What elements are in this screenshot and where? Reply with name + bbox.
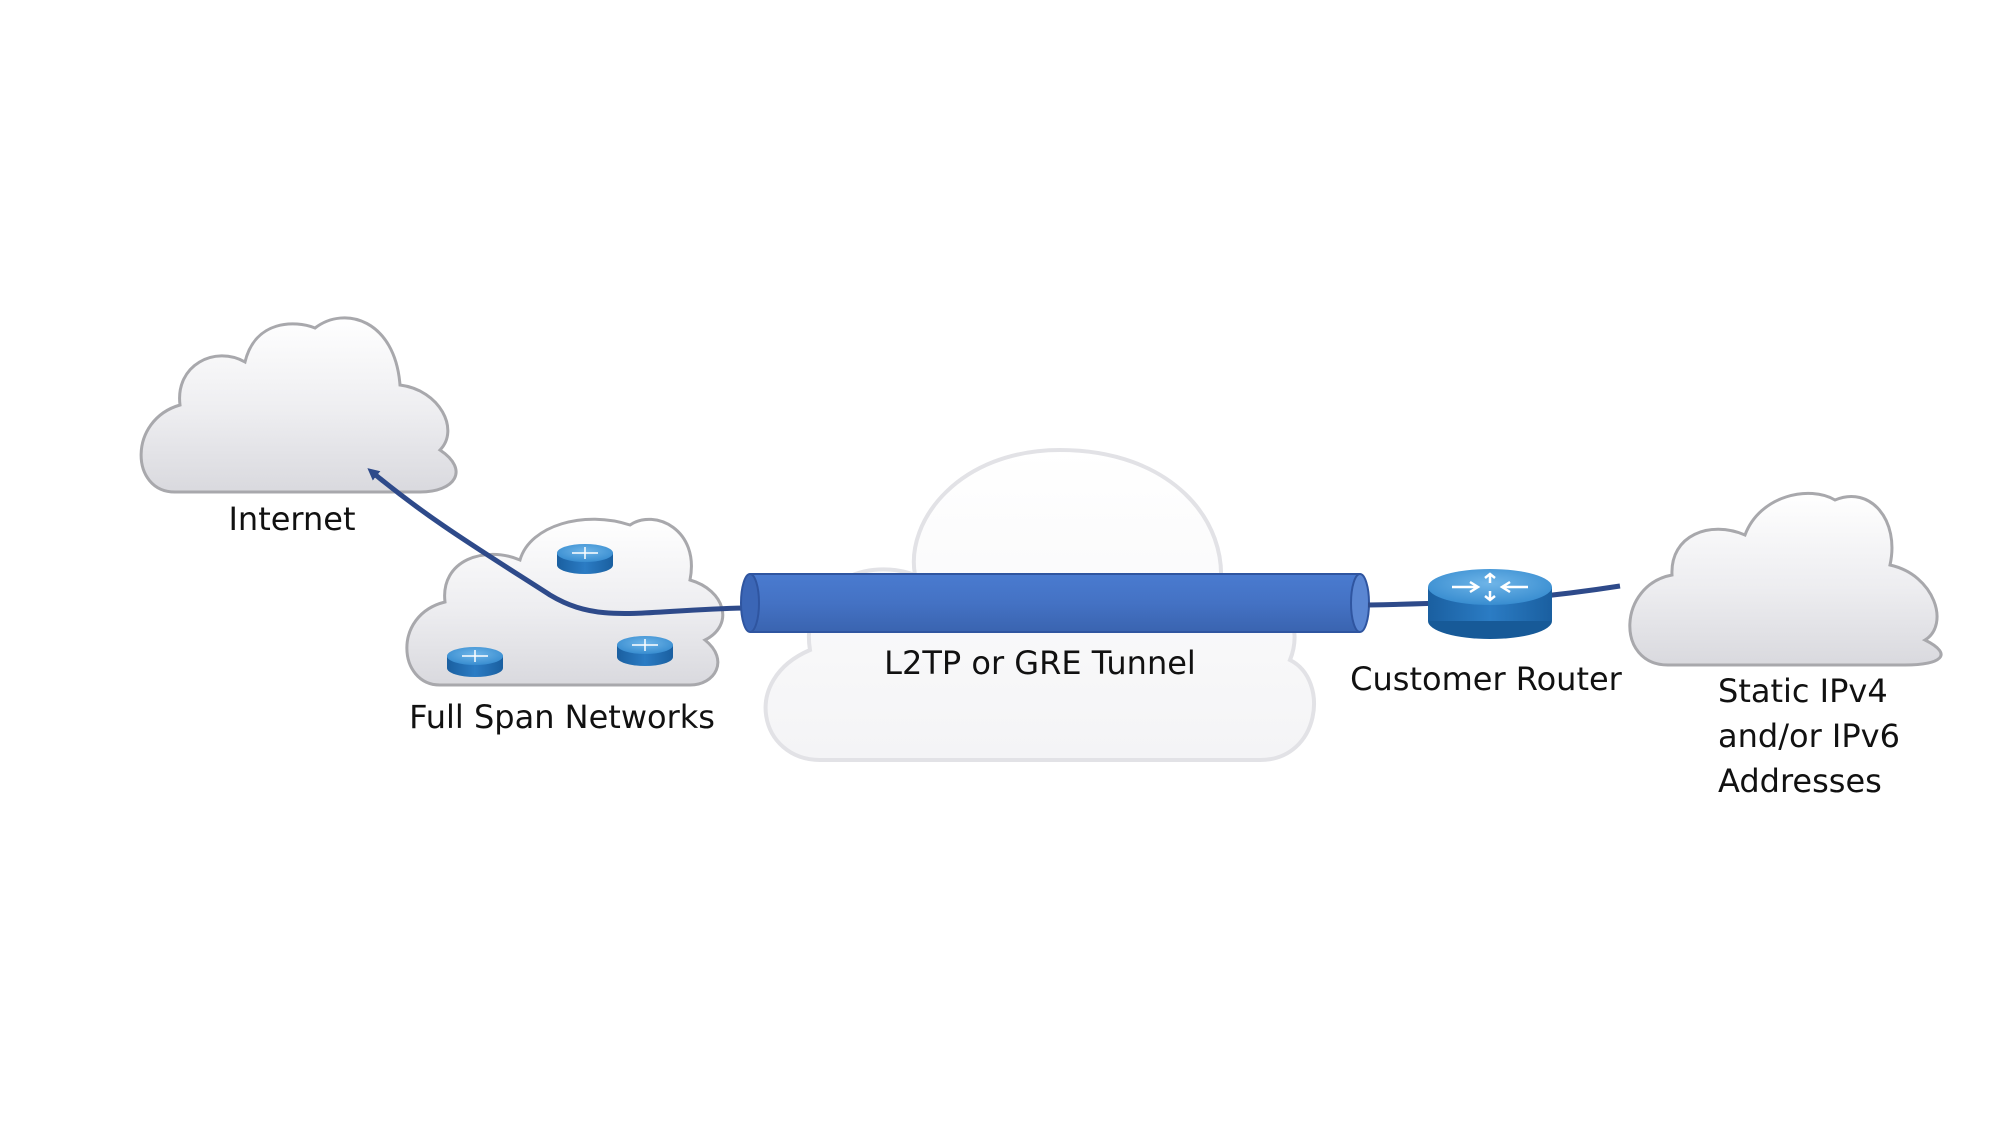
static-ip-label-line2: and/or IPv6 [1718,717,1900,755]
static-ip-label-line1: Static IPv4 [1718,672,1888,710]
tunnel-label: L2TP or GRE Tunnel [884,644,1196,682]
router-icon [447,647,503,677]
tunnel-pipe [740,573,1370,633]
router-icon [617,636,673,666]
customer-router-icon [1428,569,1552,639]
customer-router-label: Customer Router [1350,660,1623,698]
full-span-label: Full Span Networks [409,698,715,736]
static-ip-label-line3: Addresses [1718,762,1882,800]
router-icon [557,544,613,574]
internet-cloud [139,316,458,494]
internet-label: Internet [228,500,355,538]
static-ip-cloud [1628,492,1943,667]
internet-link-arrow [367,468,746,616]
